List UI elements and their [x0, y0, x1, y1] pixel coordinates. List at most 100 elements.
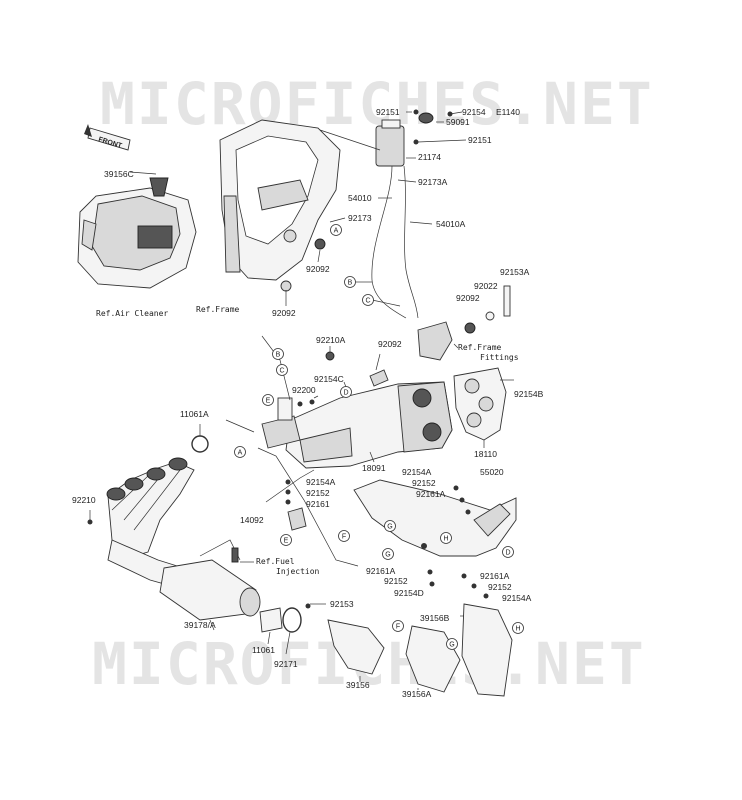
- svg-text:G: G: [387, 524, 392, 531]
- svg-text:H: H: [443, 536, 448, 543]
- part-label: 39156B: [420, 613, 450, 623]
- ref-frame-label: Ref.Frame: [196, 305, 240, 314]
- part-label: 18091: [362, 463, 386, 473]
- callout-D: D: [502, 546, 514, 558]
- svg-text:E: E: [266, 398, 271, 405]
- connector-pipe-drawing: [259, 603, 311, 633]
- sensor-assembly-drawing: [375, 109, 453, 167]
- callout-E: E: [262, 394, 274, 406]
- svg-text:H: H: [515, 626, 520, 633]
- lower-cover-drawing: [353, 479, 517, 557]
- part-label: 92092: [306, 264, 330, 274]
- part-label: 92092: [378, 339, 402, 349]
- part-label: 92152: [412, 478, 436, 488]
- callout-G: G: [446, 638, 458, 650]
- callout-B: B: [272, 348, 284, 360]
- part-label: 39156A: [402, 689, 432, 699]
- callout-F: F: [338, 530, 350, 542]
- part-label: 59091: [446, 117, 470, 127]
- part-label: 92153: [330, 599, 354, 609]
- part-label: 14092: [240, 515, 264, 525]
- callout-G: G: [384, 520, 396, 532]
- catalyst-drawing: [159, 539, 261, 621]
- part-label: 39156C: [104, 169, 134, 179]
- cover-plate-drawing: [453, 367, 507, 441]
- callout-A: A: [330, 224, 342, 236]
- part-label: 92161A: [480, 571, 510, 581]
- svg-text:B: B: [348, 280, 353, 287]
- callout-D: D: [340, 386, 352, 398]
- part-label: 92200: [292, 385, 316, 395]
- part-number-labels: 92151 92154 E1140 59091 92151 21174 9217…: [72, 107, 544, 699]
- part-label: 21174: [418, 152, 441, 162]
- part-label: 11061: [252, 645, 275, 655]
- watermark-top: MICROFICHES.NET: [100, 70, 654, 138]
- svg-text:D: D: [343, 390, 348, 397]
- part-label: 92152: [488, 582, 512, 592]
- part-label: 92154B: [514, 389, 544, 399]
- part-label: 54010: [348, 193, 372, 203]
- clamp-14092: [287, 507, 307, 531]
- part-label: 92154: [462, 107, 486, 117]
- callout-F: F: [392, 620, 404, 632]
- ref-frame-fittings-label: Ref.Frame: [458, 343, 502, 352]
- callout-C: C: [276, 364, 288, 376]
- svg-text:A: A: [334, 228, 339, 235]
- svg-text:F: F: [342, 534, 346, 541]
- callout-H: H: [512, 622, 524, 634]
- ref-fuel-injection-label-2: Injection: [276, 567, 320, 576]
- svg-text:A: A: [238, 450, 243, 457]
- silencer-body-drawing: [285, 351, 453, 469]
- part-label: 11061A: [180, 409, 209, 419]
- svg-text:B: B: [276, 352, 281, 359]
- part-label: 92161A: [416, 489, 446, 499]
- part-label: 92171: [274, 659, 298, 669]
- part-label: 92153A: [500, 267, 530, 277]
- ref-air-cleaner-label: Ref.Air Cleaner: [96, 309, 168, 318]
- part-label: 54010A: [436, 219, 466, 229]
- gasket-ring: [191, 435, 209, 453]
- svg-text:G: G: [385, 552, 390, 559]
- part-label: 92151: [376, 107, 400, 117]
- part-label: 92161: [306, 499, 330, 509]
- part-label: 92152: [306, 488, 330, 498]
- part-label: 39178/A: [184, 620, 216, 630]
- frame-drawing: [219, 119, 341, 292]
- part-label: 92161A: [366, 566, 396, 576]
- clamp-drawing: [261, 397, 315, 449]
- part-label: 92210A: [316, 335, 346, 345]
- callout-A: A: [234, 446, 246, 458]
- part-label: 18110: [474, 449, 497, 459]
- part-label: 92154C: [314, 374, 344, 384]
- part-label: 92151: [468, 135, 492, 145]
- part-label: 92154A: [502, 593, 532, 603]
- callout-C: C: [362, 294, 374, 306]
- callout-circles: A B C B C D E A E F G G H D F G H: [234, 224, 524, 650]
- callout-G: G: [382, 548, 394, 560]
- part-label: 92210: [72, 495, 96, 505]
- callout-E: E: [280, 534, 292, 546]
- callout-B: B: [344, 276, 356, 288]
- part-label: 92154D: [394, 588, 424, 598]
- callout-H: H: [440, 532, 452, 544]
- part-label: 92154A: [402, 467, 432, 477]
- part-label: 92092: [456, 293, 480, 303]
- part-label: 92154A: [306, 477, 336, 487]
- air-cleaner-drawing: [77, 177, 197, 289]
- part-label: 92173: [348, 213, 372, 223]
- ref-frame-fittings-label-2: Fittings: [480, 353, 519, 362]
- part-label: 92152: [384, 576, 408, 586]
- svg-text:F: F: [396, 624, 400, 631]
- svg-text:D: D: [505, 550, 510, 557]
- ref-fuel-injection-label: Ref.Fuel: [256, 557, 295, 566]
- part-label: 92173A: [418, 177, 448, 187]
- part-label: 55020: [480, 467, 504, 477]
- svg-text:G: G: [449, 642, 454, 649]
- svg-text:C: C: [365, 298, 370, 305]
- svg-text:E: E: [284, 538, 289, 545]
- bracket-drawing: [417, 285, 511, 361]
- part-label: E1140: [496, 107, 520, 117]
- part-label: 92022: [474, 281, 498, 291]
- svg-text:C: C: [279, 368, 284, 375]
